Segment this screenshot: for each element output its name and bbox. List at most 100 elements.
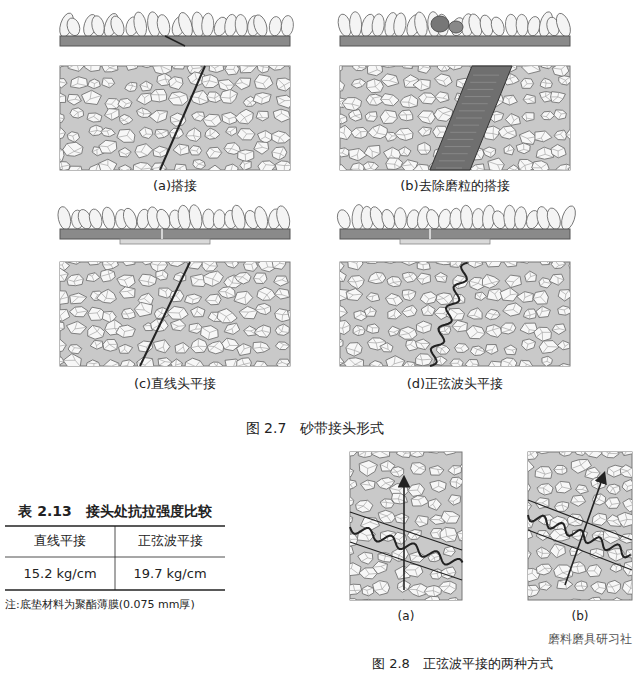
grain-facet [422,131,426,136]
grain-facet [552,97,558,102]
removed-grain-spot [449,21,463,33]
abrasive-grain [366,293,380,302]
grain-group [60,66,290,170]
grain-facet [107,159,108,165]
grain-facet [281,109,283,113]
grain-facet [75,327,87,329]
grain-facet [60,316,62,321]
abrasive-grain [186,128,201,141]
grain-facet [278,332,282,335]
grain-facet [544,147,545,154]
grain-facet [239,311,248,312]
grain-facet [60,274,61,276]
grain-facet [228,149,231,153]
grain-facet [558,97,563,99]
grain-facet [376,272,379,279]
grain-facet [423,294,429,299]
abrasive-grain [170,66,186,69]
grain-facet [108,165,113,170]
abrasive-grain [552,66,569,77]
grain-facet [400,101,409,102]
grain-facet [260,137,265,140]
grain-facet [394,309,396,315]
grain-facet [240,349,244,356]
grain-facet [148,275,151,282]
grain-facet [284,166,285,170]
grain-facet [487,274,492,283]
grain-facet [75,262,77,264]
abrasive-grain [85,66,101,72]
abrasive-grain [287,360,290,366]
abrasive-grain [522,66,541,74]
grain-facet [146,66,147,68]
grain-facet [370,485,374,488]
grain-facet [418,67,424,71]
grain-facet [125,329,136,331]
grain-facet [422,522,427,524]
grain-facet [436,262,443,263]
grain-facet [546,262,549,265]
grain-facet [103,298,106,302]
grain-facet [424,93,427,97]
grain-facet [93,364,95,366]
grain-facet [528,330,530,334]
grain-facet [368,162,371,168]
grain-facet [456,477,458,482]
grain-facet [422,359,432,361]
grain-facet [368,326,373,328]
grain-facet [146,81,148,87]
grain-facet [446,568,449,573]
grain-facet [118,168,124,170]
grain-facet [111,114,112,120]
abrasive-grain [203,114,222,126]
grain-facet [133,66,137,68]
grain-facet [74,347,81,349]
grain-facet [421,84,422,91]
grain-facet [453,501,454,505]
grain-facet [373,98,377,105]
grain-facet [196,307,198,311]
grain-facet [194,136,197,142]
grain-facet [180,165,186,168]
grain-facet [444,66,447,71]
grain-facet [144,113,152,115]
grain-facet [263,77,269,84]
grain-facet [423,97,427,103]
grain-facet [418,452,423,456]
grain-facet [569,265,570,267]
grain-facet [245,291,247,297]
grain-facet [552,329,560,330]
abrasive-grain [89,125,103,136]
grain-facet [529,99,536,103]
grain-facet [183,347,185,353]
grain-facet [210,330,218,333]
grain-facet [67,279,74,281]
grain-facet [379,279,382,283]
grain-facet [503,295,511,300]
grain-facet [562,80,566,84]
grain-facet [438,469,444,471]
grain-facet [418,500,421,506]
belt-face [340,66,570,170]
abrasive-grain [256,111,268,121]
abrasive-grain [218,80,234,92]
abrasive-grain [356,500,373,512]
grain-facet [350,481,355,484]
grain-facet [96,125,97,130]
grain-facet [157,313,162,318]
grain-facet [62,165,70,167]
abrasive-grain [373,561,388,574]
grain-facet [386,483,392,486]
grain-facet [96,150,97,156]
grain-facet [161,134,164,138]
grain-facet [559,264,566,265]
grain-facet [151,168,159,169]
abrasive-grain [273,109,290,122]
grain-facet [494,311,498,315]
abrasive-grain [557,341,569,350]
abrasive-grain [350,452,359,457]
grain-facet [349,358,355,364]
grain-facet [181,146,188,150]
grain-facet [437,109,443,113]
grain-facet [157,110,160,114]
